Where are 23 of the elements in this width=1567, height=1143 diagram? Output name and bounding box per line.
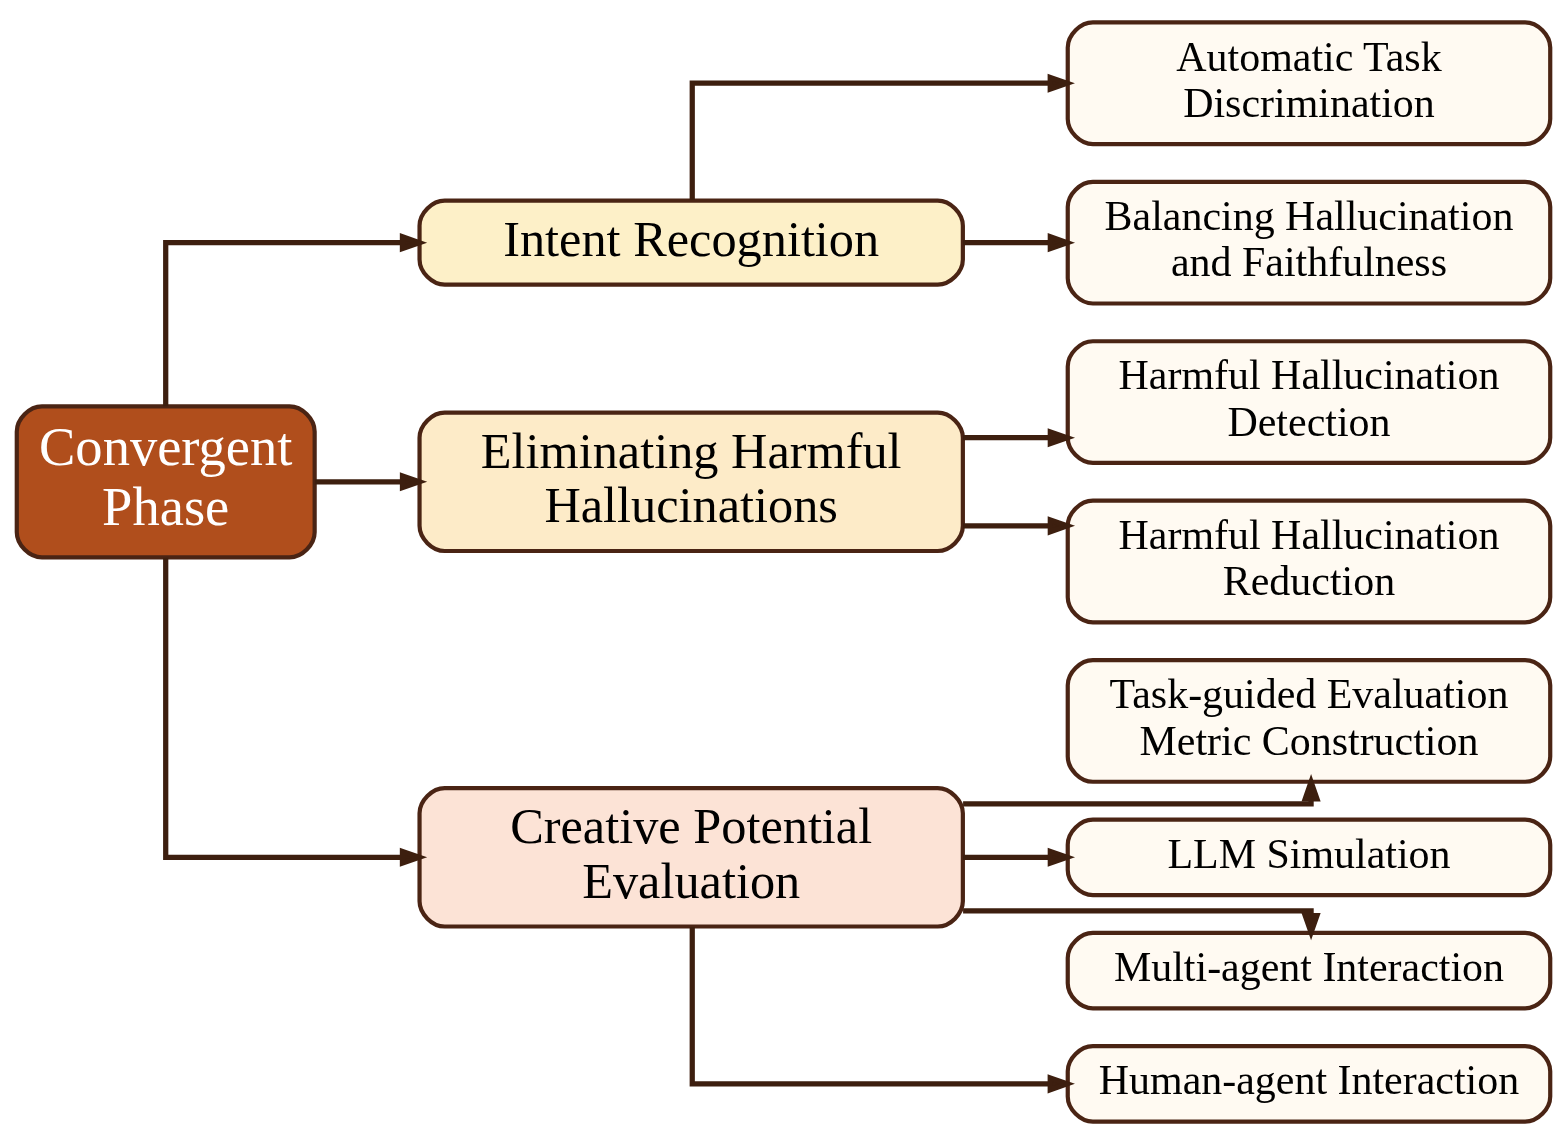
node-box: LLM Simulation — [1065, 816, 1553, 897]
node-box: Harmful Hallucination Detection — [1065, 338, 1553, 465]
node-box: Intent Recognition — [417, 198, 965, 287]
node-box: Automatic Task Discrimination — [1065, 19, 1553, 146]
node-box: Eliminating Harmful Hallucinations — [417, 409, 965, 553]
arrow — [314, 471, 428, 491]
arrow — [689, 926, 1075, 1093]
arrow — [963, 773, 1321, 806]
arrow — [689, 73, 1075, 200]
arrow — [963, 427, 1075, 447]
node-box: Harmful Hallucination Reduction — [1065, 498, 1553, 624]
arrow — [963, 232, 1075, 252]
arrow — [163, 232, 428, 406]
node-box: Task-guided Evaluation Metric Construction — [1065, 657, 1553, 784]
arrow — [963, 847, 1075, 867]
node-box: Balancing Hallucination and Faithfulness — [1065, 179, 1553, 306]
node-box: Convergent Phase — [14, 403, 317, 559]
arrow — [963, 907, 1321, 940]
arrow — [963, 515, 1076, 535]
node-box: Multi-agent Interaction — [1065, 930, 1553, 1010]
node-box: Creative Potential Evaluation — [417, 785, 965, 929]
arrow — [163, 557, 428, 867]
node-box: Human-agent Interaction — [1065, 1043, 1553, 1124]
